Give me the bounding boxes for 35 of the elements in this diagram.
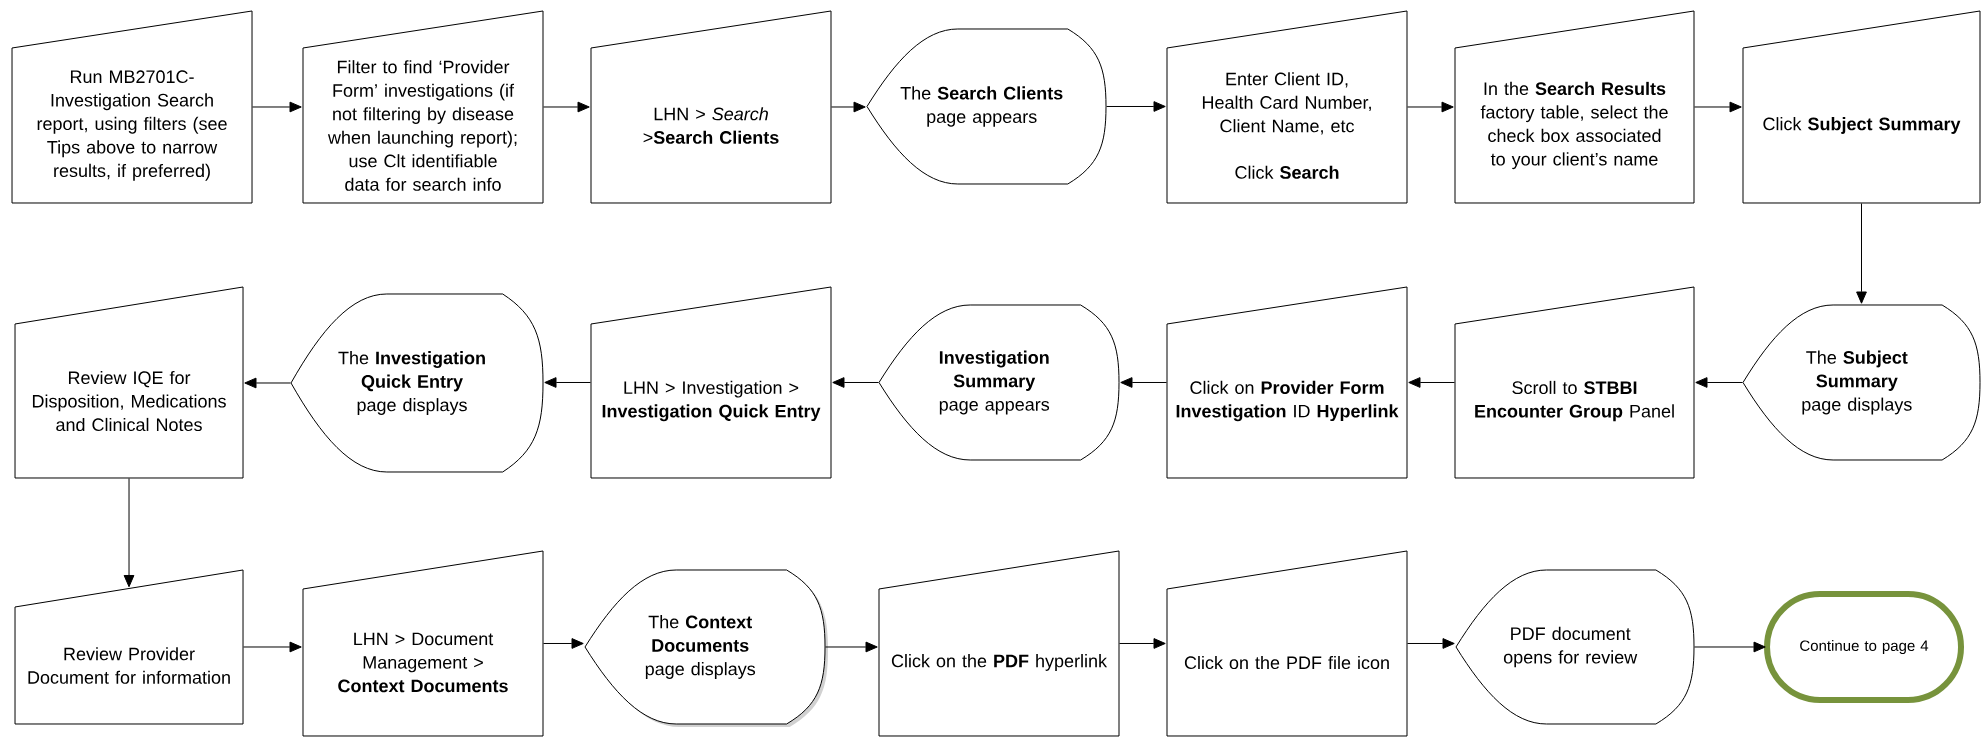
manual-input-box: LHN > Investigation > Investigation Quick Entry (590, 286, 832, 479)
manual-input-box: Click on the PDF hyperlink (878, 550, 1120, 737)
arrow (123, 478, 135, 588)
manual-input-box: Scroll to STBBI Encounter Group Panel (1454, 286, 1695, 479)
arrow (544, 377, 591, 388)
arrow (1407, 101, 1454, 113)
manual-input-box: LHN > Search >Search Clients (590, 10, 832, 204)
manual-input-box: Click Subject Summary (1742, 10, 1981, 204)
manual-input-box: LHN > Document Management > Context Documents (302, 550, 544, 737)
arrow (1407, 638, 1455, 649)
arrow (244, 377, 291, 389)
manual-input-box: Click on the PDF file icon (1166, 550, 1408, 737)
arrow (1120, 377, 1167, 388)
manual-input-box: Review Provider Document for information (14, 569, 244, 725)
manual-input-box: In the Search Results factory table, select the check box associated to your client’s name (1454, 10, 1695, 204)
arrow (1408, 377, 1455, 388)
arrow (825, 641, 878, 653)
arrow (831, 101, 866, 113)
arrow (243, 641, 302, 653)
arrow (543, 101, 590, 113)
arrow (1694, 101, 1742, 113)
manual-input-box: Click on Provider Form Investigation ID Hyperlink (1166, 286, 1408, 479)
arrow (832, 377, 879, 388)
arrow (543, 638, 584, 649)
manual-input-box: Run MB2701C-Investigation Search report, using filters (see Tips above to narrow results, if preferred) (11, 10, 253, 204)
arrow (1119, 638, 1166, 649)
arrow (1694, 641, 1766, 653)
terminator: Continue to page 4 (1764, 591, 1964, 703)
arrow (1695, 377, 1743, 388)
manual-input-box: Review IQE for Disposition, Medications and Clinical Notes (14, 286, 244, 479)
arrow (1106, 101, 1166, 112)
manual-input-box: Filter to find ‘Provider Form’ investigations (if not filtering by disease when launching report); use Clt identifiable data for search info (302, 10, 544, 204)
arrow (252, 101, 302, 113)
manual-input-box: Enter Client ID, Health Card Number, Client Name, etc Click Search (1166, 10, 1408, 204)
arrow (1856, 203, 1867, 304)
